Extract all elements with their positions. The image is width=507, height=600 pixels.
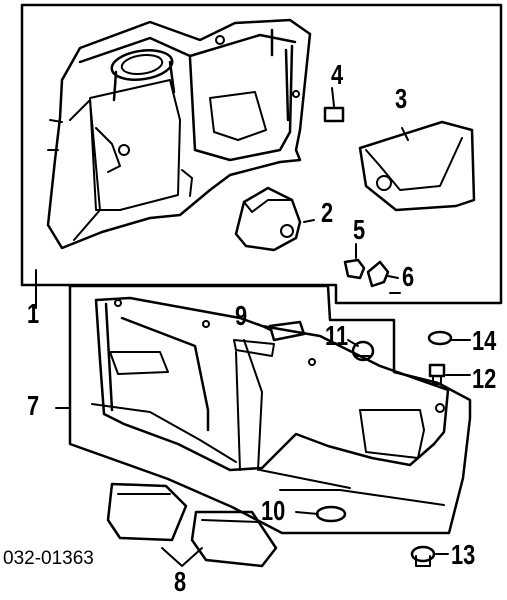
part-12-fastener [428,363,446,385]
callout-4: 4 [331,59,344,90]
callout-14: 14 [472,325,497,356]
part-13-grommet [410,545,436,567]
part-9-lens [257,320,306,342]
callout-6: 6 [402,261,415,292]
callout-3: 3 [395,83,408,114]
callout-13: 13 [451,539,476,570]
callout-8: 8 [174,566,187,597]
part-11-plug [351,340,375,362]
part-14-cap [427,330,453,346]
leader-11 [347,339,359,347]
part-6-clip [366,260,399,288]
callout-10: 10 [261,495,286,526]
callout-9: 9 [235,300,248,331]
callout-7: 7 [27,390,40,421]
callout-12: 12 [472,363,497,394]
callout-2: 2 [321,197,334,228]
lower-group-frame [68,284,472,535]
part-2-bracket [234,186,315,252]
part-3-cover [358,120,476,212]
leader-lines [35,269,471,555]
part-4-bushing [323,87,345,123]
part-5-bolt [343,243,366,280]
part-10-pad [315,505,347,523]
part-8-lamps [106,482,278,568]
part-1-core-housing [46,18,312,250]
callout-5: 5 [353,214,366,245]
upper-group-frame [20,3,503,305]
callout-1: 1 [27,298,40,329]
diagram-code: 032-01363 [3,548,94,569]
leader-10 [295,511,319,515]
callout-11: 11 [325,320,349,351]
